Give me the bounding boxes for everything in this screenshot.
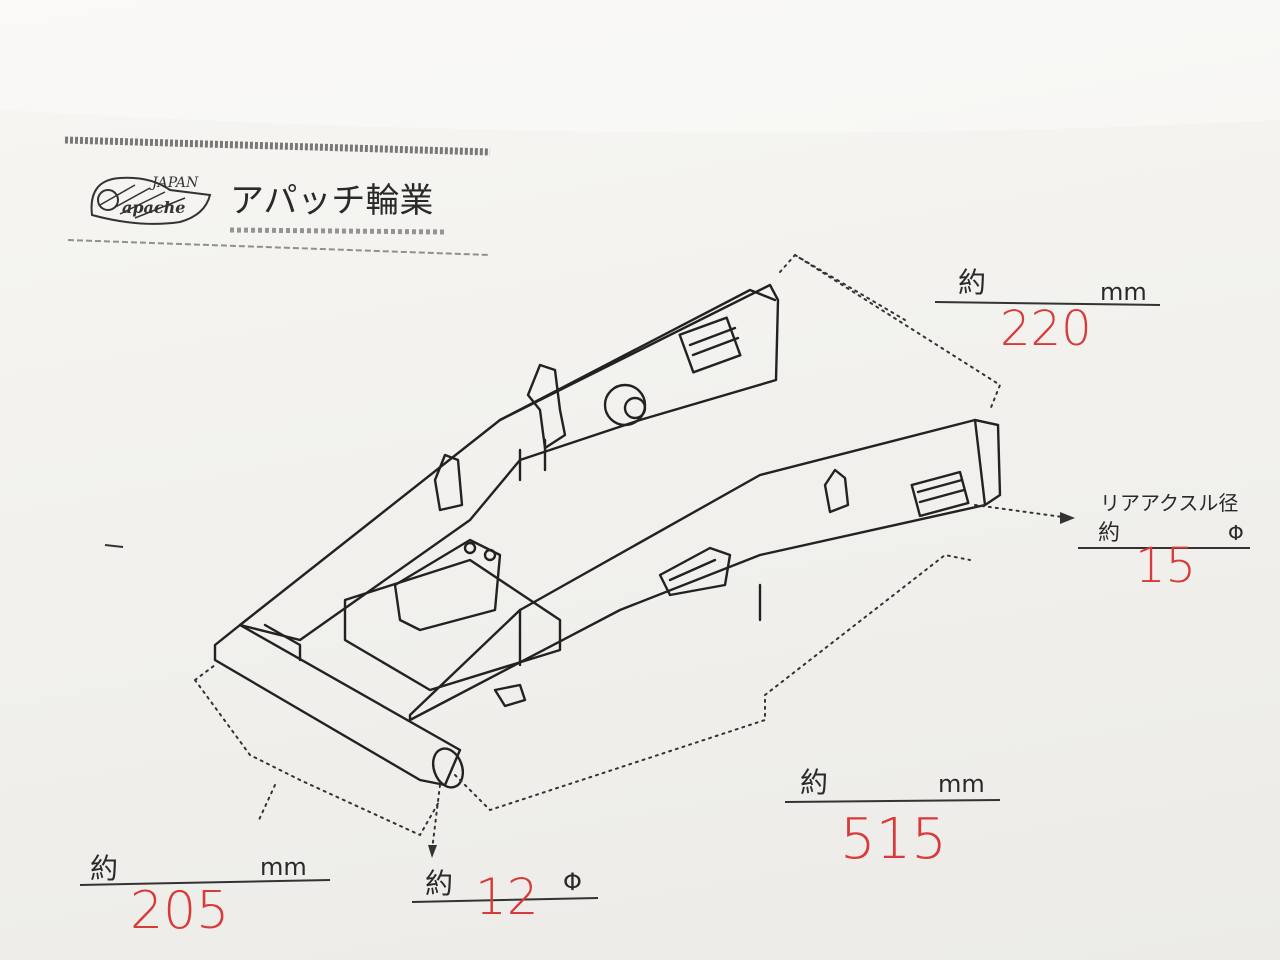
dim-15-value: 15: [1135, 538, 1196, 594]
pivot-end-icon: [431, 747, 465, 789]
lower-slot: [910, 470, 970, 518]
shock-mount: [393, 538, 502, 632]
dimension-leaders: [194, 253, 1071, 851]
dim-220-unit: mm: [1100, 278, 1147, 306]
leader-205: [194, 664, 441, 837]
company-address-smudge: [229, 227, 446, 235]
leader-12: [431, 784, 441, 851]
dim-15-unit: Φ: [1228, 521, 1244, 545]
upper-arm: [238, 283, 780, 642]
dim-515-prefix: 約: [800, 766, 828, 799]
dim-12-value: 12: [475, 868, 539, 926]
dim-515-value: 515: [840, 807, 947, 872]
dim-205-unit: mm: [260, 853, 307, 881]
dim-arm-length: 約 mm 515: [784, 766, 1001, 872]
logo-script: apache: [122, 198, 185, 217]
dim-205-value: 205: [130, 881, 229, 941]
dim-pivot-shaft: 約 Φ 12: [411, 867, 599, 926]
swingarm-drawing: [213, 283, 1002, 789]
upper-slot: [678, 316, 742, 374]
apache-logo: JAPAN apache: [90, 175, 212, 225]
dim-515-rule: [784, 799, 1001, 803]
dim-220-prefix: 約: [958, 266, 986, 299]
lower-bracket: [823, 468, 850, 514]
paper-highlight: [0, 0, 1280, 133]
dim-515-unit: mm: [938, 770, 985, 798]
dim-arm-end-width: 約 mm 220: [934, 266, 1161, 357]
dim-12-prefix: 約: [425, 867, 453, 900]
pivot-tube: [213, 623, 462, 787]
dim-15-label: リアアクスル径: [1100, 491, 1238, 515]
dim-axle-dia: リアアクスル径 約 Φ 15: [1078, 491, 1250, 594]
stray-mark: [104, 544, 124, 548]
company-name: アパッチ輪業: [230, 181, 433, 221]
upper-bracket-2: [433, 453, 464, 512]
dim-205-prefix: 約: [90, 852, 118, 885]
dim-12-rule: [411, 897, 599, 903]
dim-15-prefix: 約: [1098, 521, 1120, 546]
dim-205-rule: [79, 879, 331, 886]
chain-guide: [658, 546, 732, 597]
arrow-15-icon: [1060, 512, 1075, 524]
dim-220-rule: [934, 301, 1161, 306]
header-top-rule: [64, 136, 491, 156]
dim-220-value: 220: [1000, 301, 1092, 357]
cross-member: [343, 558, 562, 692]
header-bottom-rule: [67, 239, 491, 256]
arrow-12-icon: [428, 845, 437, 858]
dim-pivot-width: 約 mm 205: [79, 852, 331, 941]
lower-tab: [493, 683, 527, 708]
logo-country: JAPAN: [149, 175, 199, 191]
leader-515: [454, 694, 766, 812]
upper-bracket-1: [526, 363, 567, 450]
logo-head-icon: [97, 189, 119, 211]
dim-12-unit: Φ: [563, 868, 582, 896]
header-stamp: JAPAN apache アパッチ輪業: [64, 136, 491, 256]
leader-15: [974, 504, 1071, 519]
